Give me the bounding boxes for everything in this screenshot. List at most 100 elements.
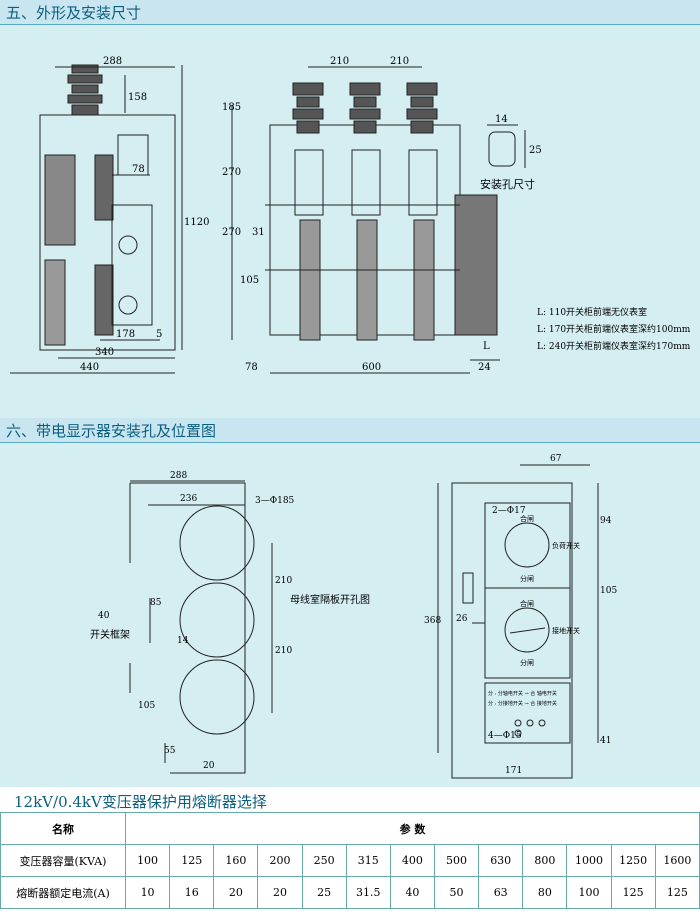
- legend-line-1: 分 : 分轴电开关 → 合 轴电开关: [488, 690, 557, 697]
- mid-dim-105b: 105: [600, 586, 617, 596]
- front-side-box: [454, 194, 498, 336]
- header-params: 参 数: [125, 812, 700, 845]
- mid-dim-41: 41: [600, 736, 611, 746]
- table-cell: 80: [522, 876, 568, 909]
- table-cell: 400: [389, 844, 435, 877]
- table-cell: 31.5: [345, 876, 391, 909]
- table-cell: 200: [257, 844, 303, 877]
- fuse-table-title: 12kV/0.4kV变压器保护用熔断器选择: [14, 793, 267, 811]
- busbar-label: 母线室隔板开孔图: [290, 593, 370, 606]
- table-cell: 16: [169, 876, 215, 909]
- dim-270a: 270: [222, 167, 241, 178]
- hole-circle-1: [179, 505, 255, 581]
- mid-dim-40: 40: [98, 611, 110, 621]
- close-label-2: 合闸: [520, 599, 534, 608]
- dim-600: 600: [362, 362, 381, 373]
- table-cell: 20: [213, 876, 259, 909]
- mid-dim-14: 14: [177, 636, 189, 646]
- table-cell: 125: [610, 876, 656, 909]
- frame-label: 开关框架: [90, 628, 130, 641]
- table-cell: 250: [301, 844, 347, 877]
- earth-switch-label: 接地开关: [552, 626, 580, 635]
- dim-270b: 270: [222, 227, 241, 238]
- dim-78b: 78: [245, 362, 258, 373]
- table-cell: 800: [522, 844, 568, 877]
- note-1: L: 110开关柜前端无仪表室: [537, 306, 647, 318]
- dim-14: 14: [495, 114, 508, 125]
- section6-header: 六、带电显示器安装孔及位置图: [0, 418, 700, 443]
- hole-circle-2: [179, 582, 255, 658]
- mid-dim-20: 20: [203, 761, 215, 771]
- table-cell: 10: [124, 876, 171, 909]
- table-cell: 125: [654, 876, 700, 909]
- table-row: 熔断器额定电流(A) 10 16 20 20 25 31.5 40 50 63 …: [0, 876, 700, 909]
- dim-288: 288: [103, 56, 122, 67]
- mid-dim-210a: 210: [275, 576, 292, 586]
- indicator-drawing: 288 236 3—Φ185 210 210 85 14 40 105 55 2…: [90, 454, 617, 779]
- row-label: 熔断器额定电流(A): [0, 876, 126, 909]
- open-label-1: 分闸: [520, 574, 534, 583]
- dim-105: 105: [240, 275, 259, 286]
- hole-circle-3: [179, 659, 255, 735]
- dim-24: 24: [478, 362, 491, 373]
- table-cell: 160: [213, 844, 259, 877]
- dim-210b: 210: [390, 56, 409, 67]
- mid-dim-94: 94: [600, 516, 612, 526]
- table-cell: 50: [433, 876, 480, 909]
- table-cell: 1250: [610, 844, 656, 877]
- earth-switch-block: [484, 587, 571, 679]
- table-cell: 63: [478, 876, 524, 909]
- row-label: 变压器容量(KVA): [0, 844, 126, 877]
- busbar-plate: [130, 482, 246, 774]
- mid-dim-55: 55: [164, 746, 176, 756]
- side-view-frame: [39, 114, 176, 351]
- dim-158: 158: [128, 92, 147, 103]
- close-label-1: 合闸: [520, 514, 534, 523]
- dim-440: 440: [80, 362, 99, 373]
- mid-dim-26: 26: [456, 614, 468, 624]
- mid-dim-210b: 210: [275, 646, 292, 656]
- section6-title: 六、带电显示器安装孔及位置图: [6, 422, 217, 440]
- dim-210a: 210: [330, 56, 349, 67]
- mid-dim-2phi17: 2—Φ17: [492, 506, 526, 516]
- open-label-2: 分闸: [520, 658, 534, 667]
- table-cell: 630: [478, 844, 524, 877]
- table-cell: 1000: [566, 844, 612, 877]
- load-switch-label: 负荷开关: [552, 541, 580, 550]
- hole-size-label: 安装孔尺寸: [480, 177, 535, 191]
- side-mechanism: [44, 154, 76, 246]
- mid-dim-4phi15: 4—Φ15: [488, 731, 522, 741]
- dim-178: 178: [116, 329, 135, 340]
- table-cell: 315: [345, 844, 391, 877]
- mid-dim-67: 67: [550, 454, 562, 464]
- legend-line-2: 分 : 分接地开关 → 合 接地开关: [488, 700, 557, 707]
- dim-L: L: [483, 341, 490, 352]
- table-cell: 125: [169, 844, 215, 877]
- header-name: 名称: [0, 812, 126, 845]
- dim-185: 185: [222, 102, 241, 113]
- table-row: 变压器容量(KVA) 100 125 160 200 250 315 400 5…: [0, 844, 700, 877]
- table-cell: 20: [257, 876, 303, 909]
- dim-5: 5: [156, 329, 162, 340]
- mid-dim-171: 171: [505, 766, 522, 776]
- mounting-hole: [488, 131, 516, 167]
- mid-dim-3phi185: 3—Φ185: [255, 496, 295, 506]
- dim-31: 31: [252, 227, 265, 238]
- dim-340: 340: [95, 347, 114, 358]
- dim-1120: 1120: [184, 217, 209, 228]
- table-cell: 100: [566, 876, 612, 909]
- mid-dim-236: 236: [180, 494, 197, 504]
- side-panel-door: [111, 204, 153, 326]
- mid-dim-105: 105: [138, 701, 155, 711]
- table-cell: 100: [124, 844, 171, 877]
- legend-block: [484, 682, 571, 744]
- mid-dim-85: 85: [150, 598, 162, 608]
- section5-title: 五、外形及安装尺寸: [6, 4, 142, 22]
- front-insulators: [292, 82, 438, 134]
- table-cell: 40: [389, 876, 435, 909]
- dim-25: 25: [529, 145, 542, 156]
- mid-dim-288: 288: [170, 471, 187, 481]
- side-insulator: [67, 64, 103, 116]
- table-header-row: 名称 参 数: [0, 812, 700, 845]
- section5-header: 五、外形及安装尺寸: [0, 0, 700, 25]
